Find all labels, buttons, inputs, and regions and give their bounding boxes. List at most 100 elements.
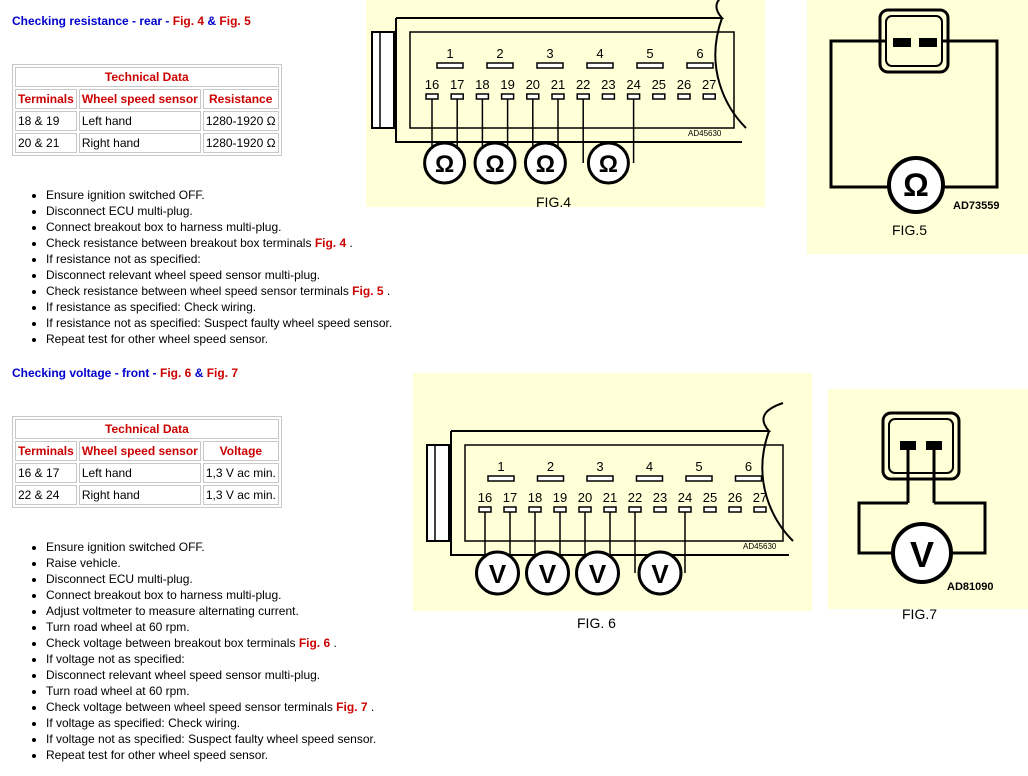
pin-slot	[586, 62, 614, 69]
figure-reference-link[interactable]: Fig. 5	[352, 284, 384, 298]
pin-slot	[526, 93, 540, 100]
table-row: 20 & 21 Right hand 1280-1920 Ω	[15, 133, 279, 153]
pin-label: 23	[601, 77, 615, 92]
pin-label: 22	[576, 77, 590, 92]
section-heading-voltage: Checking voltage - front - Fig. 6 & Fig.…	[12, 366, 239, 380]
list-item: If resistance as specified: Check wiring…	[46, 299, 392, 315]
figure-5-sensor: Ω AD73559 FIG.5	[807, 0, 1028, 254]
column-header: Wheel speed sensor	[78, 441, 201, 461]
volt-icon: V	[589, 559, 607, 589]
meter-circle	[637, 550, 683, 596]
table-title: Technical Data	[15, 419, 279, 439]
volt-icon: V	[910, 534, 934, 575]
pin-label: 23	[653, 490, 667, 505]
pin-slot	[636, 62, 664, 69]
ohm-icon: Ω	[435, 151, 454, 178]
procedure-list-resistance: Ensure ignition switched OFF.Disconnect …	[28, 187, 392, 347]
figure-code: AD81090	[947, 581, 993, 593]
figure-code: AD73559	[953, 200, 999, 212]
list-item: Repeat test for other wheel speed sensor…	[46, 331, 392, 347]
list-item: Connect breakout box to harness multi-pl…	[46, 587, 376, 603]
pin-label: 18	[475, 77, 489, 92]
pin-slot	[652, 93, 666, 100]
pin-slot	[686, 62, 714, 69]
pin-label: 22	[628, 490, 642, 505]
list-item: If voltage not as specified: Suspect fau…	[46, 731, 376, 747]
technical-data-table-resistance: Technical Data Terminals Wheel speed sen…	[12, 64, 282, 156]
figure-code: AD45630	[688, 129, 722, 138]
meter-circle	[473, 141, 517, 185]
column-header: Terminals	[15, 441, 77, 461]
list-item: Connect breakout box to harness multi-pl…	[46, 219, 392, 235]
pin-slot	[601, 93, 616, 100]
pin-label: 1	[446, 46, 453, 61]
fig6-link[interactable]: Fig. 6	[160, 366, 192, 380]
pin-slot	[536, 475, 565, 482]
pin-label: 1	[497, 459, 504, 474]
pin-slot	[478, 506, 492, 513]
pin-slot	[576, 93, 590, 100]
fig7-link[interactable]: Fig. 7	[206, 366, 239, 380]
table-cell: 18 & 19	[15, 111, 77, 131]
pin-slot	[436, 62, 464, 69]
pin-label: 18	[528, 490, 542, 505]
ohm-icon: Ω	[485, 151, 504, 178]
pin-label: 3	[596, 459, 603, 474]
meter-circle	[423, 141, 467, 185]
pin-label: 16	[425, 77, 439, 92]
pin-label: 26	[677, 77, 691, 92]
figure-reference-link[interactable]: Fig. 6	[298, 636, 331, 650]
pin-slot	[503, 506, 517, 513]
list-item: Disconnect relevant wheel speed sensor m…	[46, 267, 392, 283]
pin-slot	[685, 475, 713, 482]
pin-slot	[528, 506, 542, 513]
list-item: If resistance not as specified:	[46, 251, 392, 267]
connector-face	[409, 31, 735, 129]
table-row: 22 & 24 Right hand 1,3 V ac min.	[15, 485, 279, 505]
figure-reference-link[interactable]: Fig. 7	[336, 700, 368, 714]
pin-label: 25	[652, 77, 666, 92]
pin-slot	[553, 506, 567, 513]
list-item: Check resistance between wheel speed sen…	[46, 283, 392, 299]
meter-circle	[586, 141, 630, 185]
pin-label: 5	[646, 46, 653, 61]
pin-slot	[626, 93, 641, 100]
pin-label: 16	[478, 490, 492, 505]
pin-slot	[487, 475, 515, 482]
list-item: Raise vehicle.	[46, 555, 376, 571]
pin-label: 26	[728, 490, 742, 505]
connector-face	[464, 444, 784, 542]
sensor-voltmeter-diagram: V AD81090	[857, 411, 993, 593]
figure-reference-link[interactable]: Fig. 4	[314, 236, 347, 250]
list-item: Check voltage between wheel speed sensor…	[46, 699, 376, 715]
column-header: Voltage	[202, 441, 279, 461]
table-cell: 20 & 21	[15, 133, 77, 153]
pin-label: 24	[626, 77, 640, 92]
pin-label: 2	[547, 459, 554, 474]
column-header: Resistance	[202, 89, 279, 109]
pin-label: 6	[745, 459, 752, 474]
ohm-icon: Ω	[903, 167, 929, 203]
table-cell: 1,3 V ac min.	[202, 485, 279, 505]
table-cell: 22 & 24	[15, 485, 77, 505]
technical-data-table-voltage: Technical Data Terminals Wheel speed sen…	[12, 416, 282, 508]
meter-circle	[525, 550, 570, 596]
meter-circle	[575, 550, 620, 596]
fig5-link[interactable]: Fig. 5	[219, 14, 251, 28]
fig4-link[interactable]: Fig. 4	[172, 14, 205, 28]
list-item: Disconnect ECU multi-plug.	[46, 203, 392, 219]
pin-slot	[728, 506, 742, 513]
table-row: 16 & 17 Left hand 1,3 V ac min.	[15, 463, 279, 483]
meter-circle	[523, 141, 567, 185]
column-header: Wheel speed sensor	[78, 89, 201, 109]
list-item: If resistance not as specified: Suspect …	[46, 315, 392, 331]
pin-slot	[677, 93, 691, 100]
table-cell: Right hand	[78, 133, 201, 153]
plug-end	[426, 444, 450, 542]
pin-label: 17	[503, 490, 517, 505]
ohm-icon: Ω	[536, 151, 555, 178]
